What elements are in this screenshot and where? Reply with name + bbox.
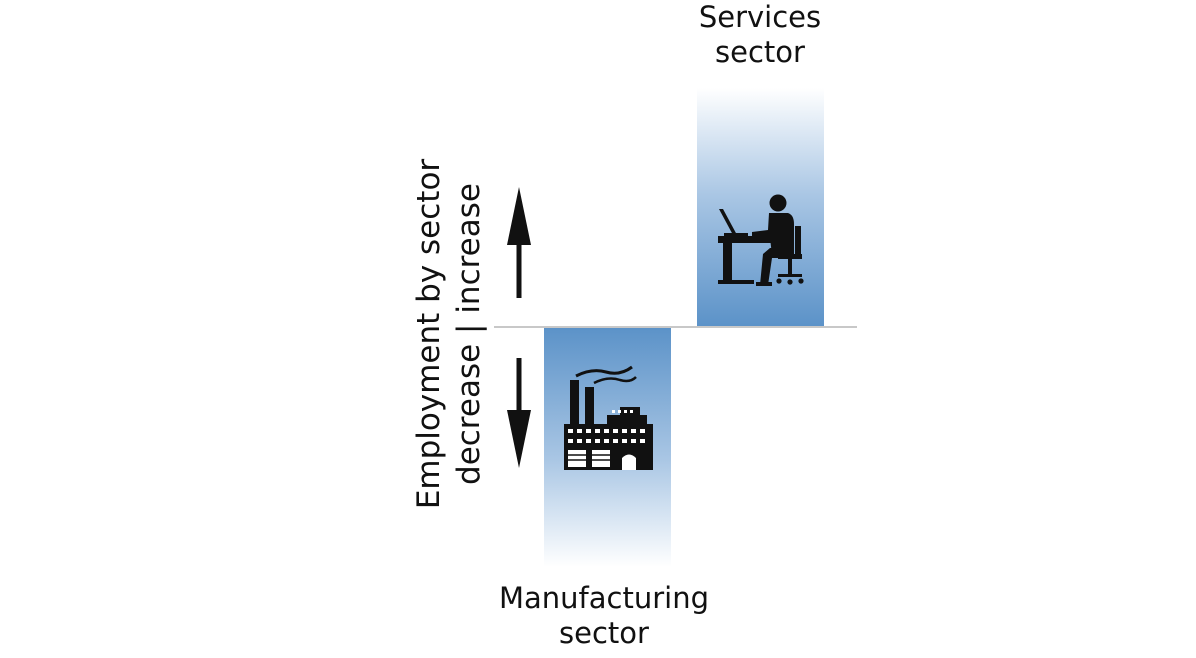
services-label-line2: sector [715, 35, 805, 69]
manufacturing-label-line1: Manufacturing [499, 581, 709, 615]
manufacturing-sector-label: Manufacturing sector [468, 581, 740, 651]
services-sector-label: Services sector [660, 0, 860, 70]
services-bar [697, 88, 824, 327]
y-axis-label-title: Employment by sector [411, 158, 447, 510]
y-axis-label: Employment by sector decrease | increase [409, 144, 489, 524]
y-axis-label-direction: decrease | increase [451, 183, 487, 485]
services-label-line1: Services [698, 0, 822, 34]
person-at-desk-icon [718, 194, 804, 286]
factory-icon [564, 365, 653, 470]
manufacturing-label-line2: sector [559, 616, 649, 650]
increase-arrow-icon [507, 187, 531, 298]
decrease-arrow-icon [507, 358, 531, 468]
